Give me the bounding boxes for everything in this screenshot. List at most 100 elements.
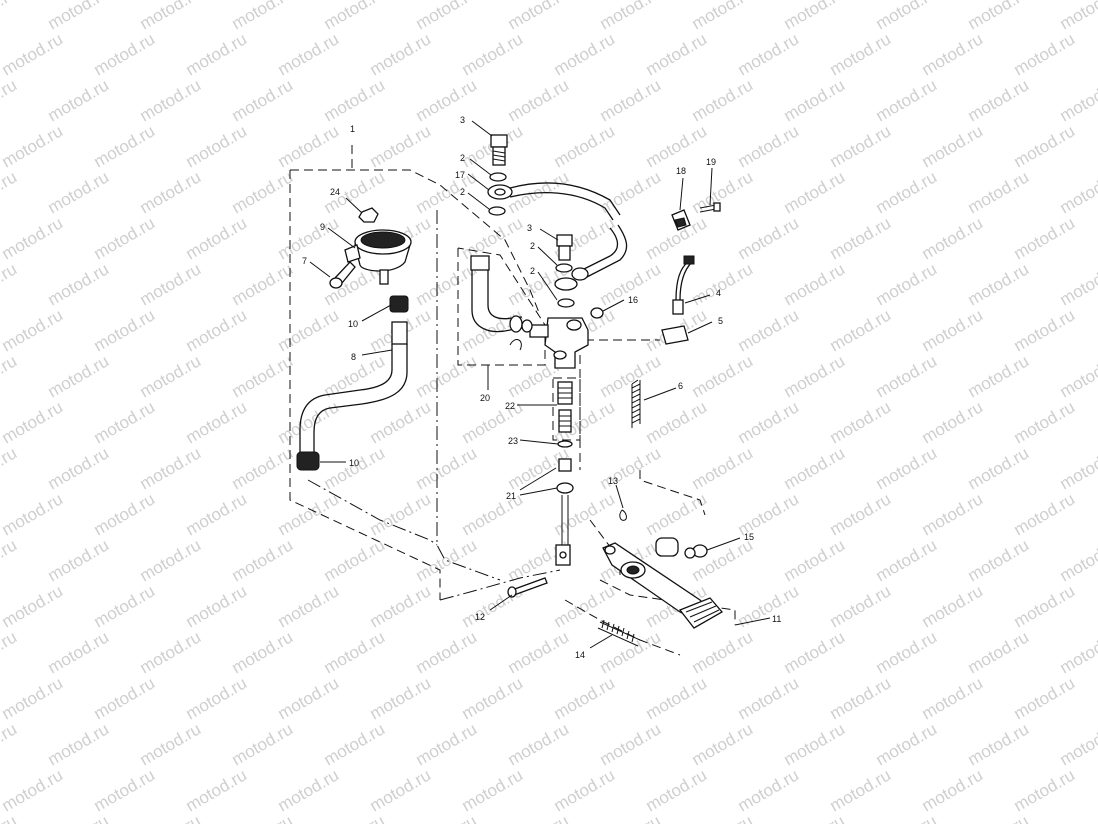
watermark-text: motod.ru — [321, 75, 389, 125]
watermark-text: motod.ru — [965, 627, 1033, 677]
washer-2-top — [489, 172, 507, 182]
watermark-text: motod.ru — [275, 121, 343, 171]
watermark-text: motod.ru — [873, 259, 941, 309]
watermark-text: motod.ru — [0, 443, 20, 493]
watermark-text: motod.ru — [781, 351, 849, 401]
watermark-text: motod.ru — [1011, 29, 1079, 79]
watermark-text: motod.ru — [919, 765, 987, 815]
watermark-text: motod.ru — [91, 121, 159, 171]
hose-8 — [299, 321, 408, 455]
watermark-text: motod.ru — [0, 167, 20, 217]
watermark-text: motod.ru — [459, 765, 527, 815]
watermark-text: motod.ru — [0, 719, 20, 769]
watermark-text: motod.ru — [873, 443, 941, 493]
watermark-text: motod.ru — [505, 811, 573, 824]
watermark-text: motod.ru — [137, 259, 205, 309]
watermark-text: motod.ru — [0, 305, 66, 355]
watermark-text: motod.ru — [413, 535, 481, 585]
watermark-text: motod.ru — [229, 351, 297, 401]
watermark-text: motod.ru — [827, 213, 895, 263]
watermark-text: motod.ru — [735, 581, 803, 631]
watermark-text: motod.ru — [275, 673, 343, 723]
watermark-text: motod.ru — [91, 213, 159, 263]
banjo-lower — [554, 277, 578, 291]
watermark-text: motod.ru — [91, 581, 159, 631]
callout-13: 13 — [608, 476, 618, 486]
bolt-19 — [699, 202, 721, 213]
watermark-text: motod.ru — [1011, 765, 1079, 815]
watermark-text: motod.ru — [781, 259, 849, 309]
watermark-text: motod.ru — [965, 719, 1033, 769]
watermark-text: motod.ru — [413, 811, 481, 824]
watermark-text: motod.ru — [229, 167, 297, 217]
watermark-text: motod.ru — [137, 351, 205, 401]
watermark-text: motod.ru — [45, 627, 113, 677]
watermark-text: motod.ru — [183, 29, 251, 79]
watermark-text: motod.ru — [689, 259, 757, 309]
watermark-text: motod.ru — [735, 397, 803, 447]
callout-15: 15 — [744, 532, 754, 542]
watermark-text: motod.ru — [91, 765, 159, 815]
watermark-text: motod.ru — [827, 121, 895, 171]
callout-2-mid: 2 — [460, 187, 465, 197]
watermark-text: motod.ru — [965, 351, 1033, 401]
bolt-3-top — [490, 134, 508, 166]
watermark-text: motod.ru — [873, 351, 941, 401]
watermark-text: motod.ru — [137, 443, 205, 493]
watermark-text: motod.ru — [137, 167, 205, 217]
watermark-text: motod.ru — [183, 673, 251, 723]
watermark-text: motod.ru — [1057, 719, 1098, 769]
watermark-text: motod.ru — [1057, 535, 1098, 585]
callout-10-lower: 10 — [349, 458, 359, 468]
watermark-text: motod.ru — [91, 489, 159, 539]
callout-1: 1 — [350, 124, 355, 134]
watermark-text: motod.ru — [919, 397, 987, 447]
piston-22 — [557, 381, 573, 433]
watermark-text: motod.ru — [91, 305, 159, 355]
watermark-text: motod.ru — [183, 213, 251, 263]
watermark-text: motod.ru — [1057, 259, 1098, 309]
watermark-text: motod.ru — [873, 811, 941, 824]
watermark-text: motod.ru — [183, 121, 251, 171]
watermark-text: motod.ru — [781, 535, 849, 585]
watermark-text: motod.ru — [229, 0, 297, 33]
callout-10-upper: 10 — [348, 319, 358, 329]
watermark-text: motod.ru — [275, 213, 343, 263]
callout-14: 14 — [575, 650, 585, 660]
watermark-text: motod.ru — [1011, 489, 1079, 539]
watermark-text: motod.ru — [919, 673, 987, 723]
watermark-text: motod.ru — [91, 673, 159, 723]
watermark-text: motod.ru — [0, 75, 20, 125]
watermark-text: motod.ru — [1057, 75, 1098, 125]
watermark-text: motod.ru — [689, 167, 757, 217]
watermark-text: motod.ru — [873, 167, 941, 217]
watermark-text: motod.ru — [597, 443, 665, 493]
watermark-text: motod.ru — [689, 0, 757, 33]
watermark-text: motod.ru — [735, 213, 803, 263]
watermark-text: motod.ru — [0, 765, 66, 815]
watermark-text: motod.ru — [45, 535, 113, 585]
clamp-10-upper — [389, 295, 409, 313]
watermark-text: motod.ru — [183, 765, 251, 815]
watermark-text: motod.ru — [367, 397, 435, 447]
watermark-text: motod.ru — [229, 75, 297, 125]
watermark-text: motod.ru — [137, 719, 205, 769]
watermark-text: motod.ru — [597, 811, 665, 824]
watermark-text: motod.ru — [459, 673, 527, 723]
watermark-text: motod.ru — [597, 75, 665, 125]
callout-2-top: 2 — [460, 153, 465, 163]
watermark-text: motod.ru — [0, 397, 66, 447]
watermark-text: motod.ru — [413, 719, 481, 769]
watermark-text: motod.ru — [413, 0, 481, 33]
bolt-3-lower — [556, 234, 573, 261]
watermark-text: motod.ru — [367, 29, 435, 79]
watermark-text: motod.ru — [45, 75, 113, 125]
watermark-text: motod.ru — [45, 811, 113, 824]
watermark-text: motod.ru — [505, 75, 573, 125]
watermark-text: motod.ru — [873, 0, 941, 33]
watermark-text: motod.ru — [137, 0, 205, 33]
watermark-text: motod.ru — [965, 811, 1033, 824]
watermark-text: motod.ru — [965, 259, 1033, 309]
